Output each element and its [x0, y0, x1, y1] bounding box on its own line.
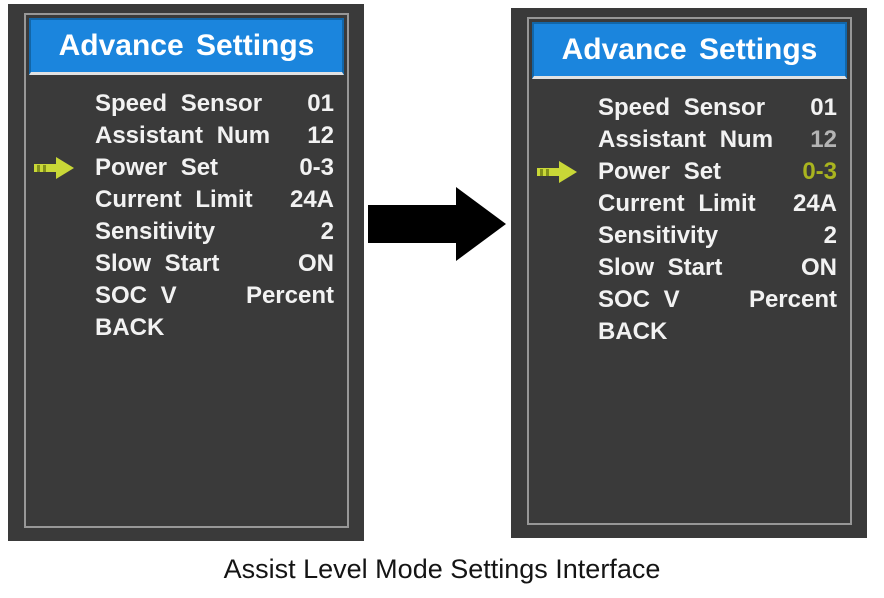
menu-item-label: Speed Sensor — [95, 90, 263, 117]
selection-arrow-icon — [34, 285, 78, 307]
menu-item-label: SOC V — [95, 282, 177, 309]
menu-item-label: BACK — [95, 314, 165, 341]
menu-item-current-limit[interactable]: Current Limit 24A — [532, 188, 847, 220]
menu-item-power-set[interactable]: Power Set 0-3 — [532, 156, 847, 188]
selection-arrow-icon — [34, 157, 78, 179]
menu-item-label: Slow Start — [95, 250, 220, 277]
menu-item-sensitivity[interactable]: Sensitivity 2 — [532, 220, 847, 252]
menu-item-label: Power Set — [95, 154, 219, 181]
menu-item-back[interactable]: BACK — [29, 312, 344, 344]
screen-title: Advance Settings — [532, 22, 847, 79]
menu-item-assistant-num[interactable]: Assistant Num 12 — [29, 120, 344, 152]
menu-item-soc-v[interactable]: SOC V Percent — [532, 284, 847, 316]
selection-arrow-icon — [34, 93, 78, 115]
menu-item-value: 24A — [289, 186, 334, 213]
menu-item-power-set[interactable]: Power Set 0-3 — [29, 152, 344, 184]
menu-item-label: Sensitivity — [598, 222, 719, 249]
menu-item-value: 01 — [810, 94, 837, 121]
settings-screen-after: Advance Settings Speed Sensor 01 Assista… — [511, 8, 867, 538]
menu-item-current-limit[interactable]: Current Limit 24A — [29, 184, 344, 216]
selection-arrow-icon — [34, 253, 78, 275]
screen-border: Advance Settings Speed Sensor 01 Assista… — [24, 13, 349, 528]
menu-item-value: 2 — [823, 222, 837, 249]
menu-item-label: BACK — [598, 318, 668, 345]
selection-arrow-icon — [537, 225, 581, 247]
menu-item-label: Sensitivity — [95, 218, 216, 245]
menu-item-value: 12 — [307, 122, 334, 149]
menu-item-speed-sensor[interactable]: Speed Sensor 01 — [532, 92, 847, 124]
selection-arrow-icon — [537, 289, 581, 311]
menu-item-label: Assistant Num — [598, 126, 774, 153]
selection-arrow-icon — [537, 321, 581, 343]
selection-arrow-icon — [34, 189, 78, 211]
menu-item-value: 0-3 — [299, 154, 334, 181]
selection-arrow-icon — [537, 97, 581, 119]
settings-menu: Speed Sensor 01 Assistant Num 12 Power S… — [532, 92, 847, 348]
selection-arrow-icon — [537, 193, 581, 215]
menu-item-slow-start[interactable]: Slow Start ON — [29, 248, 344, 280]
menu-item-assistant-num[interactable]: Assistant Num 12 — [532, 124, 847, 156]
menu-item-label: Speed Sensor — [598, 94, 766, 121]
menu-item-value: 12 — [810, 126, 837, 153]
selection-arrow-icon — [34, 125, 78, 147]
selection-arrow-icon — [537, 161, 581, 183]
menu-item-value: ON — [298, 250, 334, 277]
settings-screen-before: Advance Settings Speed Sensor 01 Assista… — [8, 4, 364, 541]
screen-title: Advance Settings — [29, 18, 344, 75]
selection-arrow-icon — [537, 257, 581, 279]
transition-arrow-icon — [368, 184, 507, 264]
menu-item-label: Slow Start — [598, 254, 723, 281]
menu-item-label: Power Set — [598, 158, 722, 185]
screen-border: Advance Settings Speed Sensor 01 Assista… — [527, 17, 852, 525]
menu-item-value: 24A — [792, 190, 837, 217]
menu-item-sensitivity[interactable]: Sensitivity 2 — [29, 216, 344, 248]
menu-item-value: 01 — [307, 90, 334, 117]
menu-item-label: Current Limit — [598, 190, 756, 217]
menu-item-soc-v[interactable]: SOC V Percent — [29, 280, 344, 312]
menu-item-slow-start[interactable]: Slow Start ON — [532, 252, 847, 284]
figure-caption: Assist Level Mode Settings Interface — [223, 554, 661, 584]
menu-item-value: ON — [801, 254, 837, 281]
menu-item-value: 2 — [320, 218, 334, 245]
settings-menu: Speed Sensor 01 Assistant Num 12 Power S… — [29, 88, 344, 344]
selection-arrow-icon — [537, 129, 581, 151]
menu-item-value: 0-3 — [802, 158, 837, 185]
selection-arrow-icon — [34, 221, 78, 243]
menu-item-label: Current Limit — [95, 186, 253, 213]
menu-item-label: Assistant Num — [95, 122, 271, 149]
menu-item-label: SOC V — [598, 286, 680, 313]
selection-arrow-icon — [34, 317, 78, 339]
menu-item-back[interactable]: BACK — [532, 316, 847, 348]
menu-item-value: Percent — [748, 286, 837, 313]
menu-item-speed-sensor[interactable]: Speed Sensor 01 — [29, 88, 344, 120]
menu-item-value: Percent — [245, 282, 334, 309]
